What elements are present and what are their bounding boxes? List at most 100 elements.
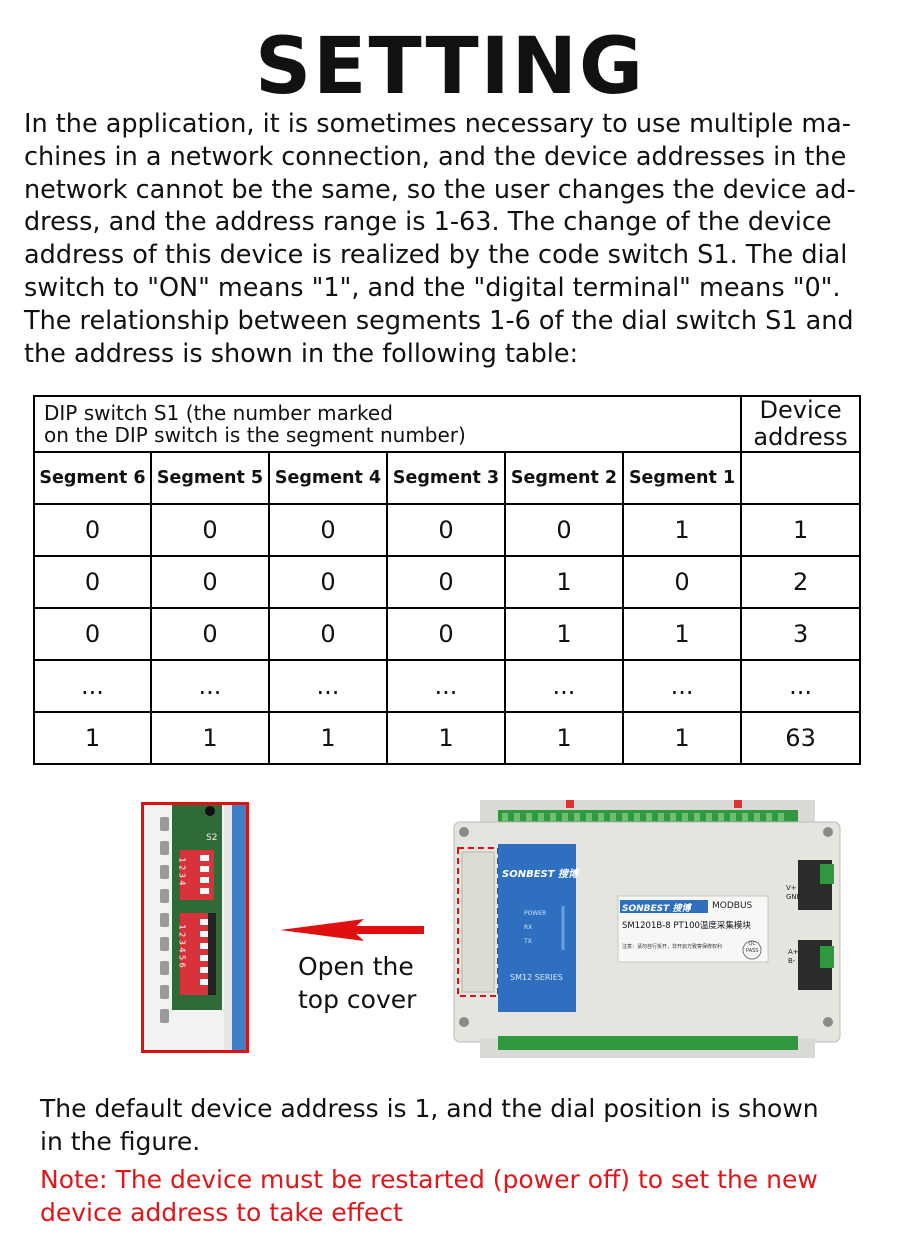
table-cell: 1	[33, 711, 152, 765]
device-header-line: address	[753, 423, 848, 451]
table-cell: 0	[33, 503, 152, 557]
terminal-top-labels: V+ GND	[786, 884, 802, 902]
dip-header-line: DIP switch S1 (the number marked	[44, 401, 393, 425]
table-cell: ...	[268, 659, 388, 713]
brand-cn-text: 搜博	[558, 869, 579, 880]
table-cell: 1	[150, 711, 270, 765]
table-cell: 1	[504, 711, 624, 765]
intro-line: the address is shown in the following ta…	[24, 338, 579, 369]
terminal-label: B-	[788, 957, 796, 965]
intro-line: The relationship between segments 1-6 of…	[24, 305, 854, 336]
model-label: SM1201B-8 PT100温度采集模块	[622, 921, 751, 931]
label-brand: SONBEST 搜博	[622, 901, 690, 914]
table-cell: 0	[150, 607, 270, 661]
brand-panel-label: SONBEST 搜博	[502, 865, 578, 880]
terminal-label: GND	[786, 893, 803, 901]
led-label: POWER	[524, 910, 547, 917]
terminal-bottom-labels: A+ B-	[788, 948, 799, 966]
intro-line: dress, and the address range is 1-63. Th…	[24, 207, 832, 238]
page-title: SETTING	[255, 22, 645, 112]
table-cell: 0	[268, 503, 388, 557]
table-cell: ...	[504, 659, 624, 713]
segment-header: Segment 2	[504, 451, 624, 505]
dip-switch-header: DIP switch S1 (the number marked on the …	[32, 395, 743, 453]
led-label: TX	[524, 938, 532, 945]
module-illustration	[453, 800, 841, 1058]
warning-label: 注意：请勿自行拆开，非开启方致寄保修权利	[622, 944, 723, 950]
default-address-text: The default device address is 1, and the…	[40, 1093, 870, 1158]
terminal-label: V+	[786, 884, 797, 892]
table-cell: 0	[621, 555, 743, 609]
address-table: DIP switch S1 (the number marked on the …	[32, 395, 862, 765]
segment-header-row: Segment 6 Segment 5 Segment 4 Segment 3 …	[33, 451, 862, 505]
table-cell: 0	[150, 503, 270, 557]
label-brand-cn: 搜博	[672, 904, 691, 914]
series-label: SM12 SERIES	[510, 973, 563, 982]
pass-text: PASS	[746, 948, 759, 954]
led-labels: POWER RX TX	[524, 907, 546, 949]
table-cell: 1	[621, 607, 743, 661]
note-line: Note: The device must be restarted (powe…	[40, 1165, 818, 1194]
table-cell: 2	[740, 555, 862, 609]
table-header-row: DIP switch S1 (the number marked on the …	[32, 395, 862, 453]
table-cell: ...	[621, 659, 743, 713]
restart-note: Note: The device must be restarted (powe…	[40, 1164, 870, 1229]
table-cell: ...	[386, 659, 506, 713]
device-header-line: Device	[759, 396, 842, 424]
brand-text: SONBEST	[502, 869, 555, 880]
arrow-caption-line: Open the	[298, 952, 414, 981]
table-cell: 1	[386, 711, 506, 765]
table-cell: 1	[504, 555, 624, 609]
segment-header: Segment 5	[150, 451, 270, 505]
intro-line: In the application, it is sometimes nece…	[24, 109, 851, 139]
table-cell: 0	[33, 555, 152, 609]
table-cell: 0	[268, 607, 388, 661]
module-photo: SONBEST 搜博 POWER RX TX SM12 SERIES SONBE…	[450, 800, 845, 1066]
table-cell: ...	[150, 659, 270, 713]
segment-header: Segment 1	[621, 451, 743, 505]
table-cell: 1	[740, 503, 862, 557]
table-cell: 1	[268, 711, 388, 765]
table-cell: 1	[621, 711, 743, 765]
device-address-header: Device address	[740, 395, 862, 453]
intro-line: network cannot be the same, so the user …	[24, 174, 856, 205]
table-cell: 0	[268, 555, 388, 609]
table-cell: ...	[33, 659, 152, 713]
qc-pass-badge: QC PASS	[746, 941, 758, 955]
terminal-label: A+	[788, 948, 799, 956]
table-cell: 63	[740, 711, 862, 765]
dip-s1-numbers: 1 2 3 4 5 6	[177, 924, 187, 968]
default-line: The default device address is 1, and the…	[40, 1094, 819, 1123]
table-cell: 0	[386, 503, 506, 557]
label-brand-text: SONBEST	[622, 904, 670, 914]
segment-header	[740, 451, 862, 505]
default-line: in the figure.	[40, 1126, 201, 1156]
table-row: 0 0 0 0 1 1 3	[33, 607, 862, 661]
open-cover-arrow-icon	[280, 919, 424, 941]
table-cell: 0	[386, 555, 506, 609]
arrow-caption-line: top cover	[298, 985, 417, 1014]
table-cell: ...	[740, 659, 862, 713]
intro-paragraph: In the application, it is sometimes nece…	[24, 108, 876, 370]
intro-line: switch to "ON" means "1", and the "digit…	[24, 272, 841, 303]
table-cell: 0	[504, 503, 624, 557]
table-cell: 0	[150, 555, 270, 609]
dip-switch-closeup: S2 1 2 3 4 1 2 3 4 5 6	[141, 802, 249, 1053]
table-cell: 0	[386, 607, 506, 661]
segment-header: Segment 3	[386, 451, 506, 505]
dip-s2-label: S2	[206, 833, 218, 843]
table-cell: 0	[33, 607, 152, 661]
modbus-label: MODBUS	[712, 901, 753, 911]
table-row: ... ... ... ... ... ... ...	[33, 659, 862, 713]
intro-line: address of this device is realized by th…	[24, 240, 848, 271]
table-row: 0 0 0 0 0 1 1	[33, 503, 862, 557]
table-row: 0 0 0 0 1 0 2	[33, 555, 862, 609]
table-cell: 1	[504, 607, 624, 661]
qc-text: QC	[748, 941, 756, 947]
segment-header: Segment 4	[268, 451, 388, 505]
led-label: RX	[524, 924, 533, 931]
dip-switch-closeup-illustration	[144, 805, 246, 1050]
table-cell: 3	[740, 607, 862, 661]
segment-header: Segment 6	[33, 451, 152, 505]
table-cell: 1	[621, 503, 743, 557]
